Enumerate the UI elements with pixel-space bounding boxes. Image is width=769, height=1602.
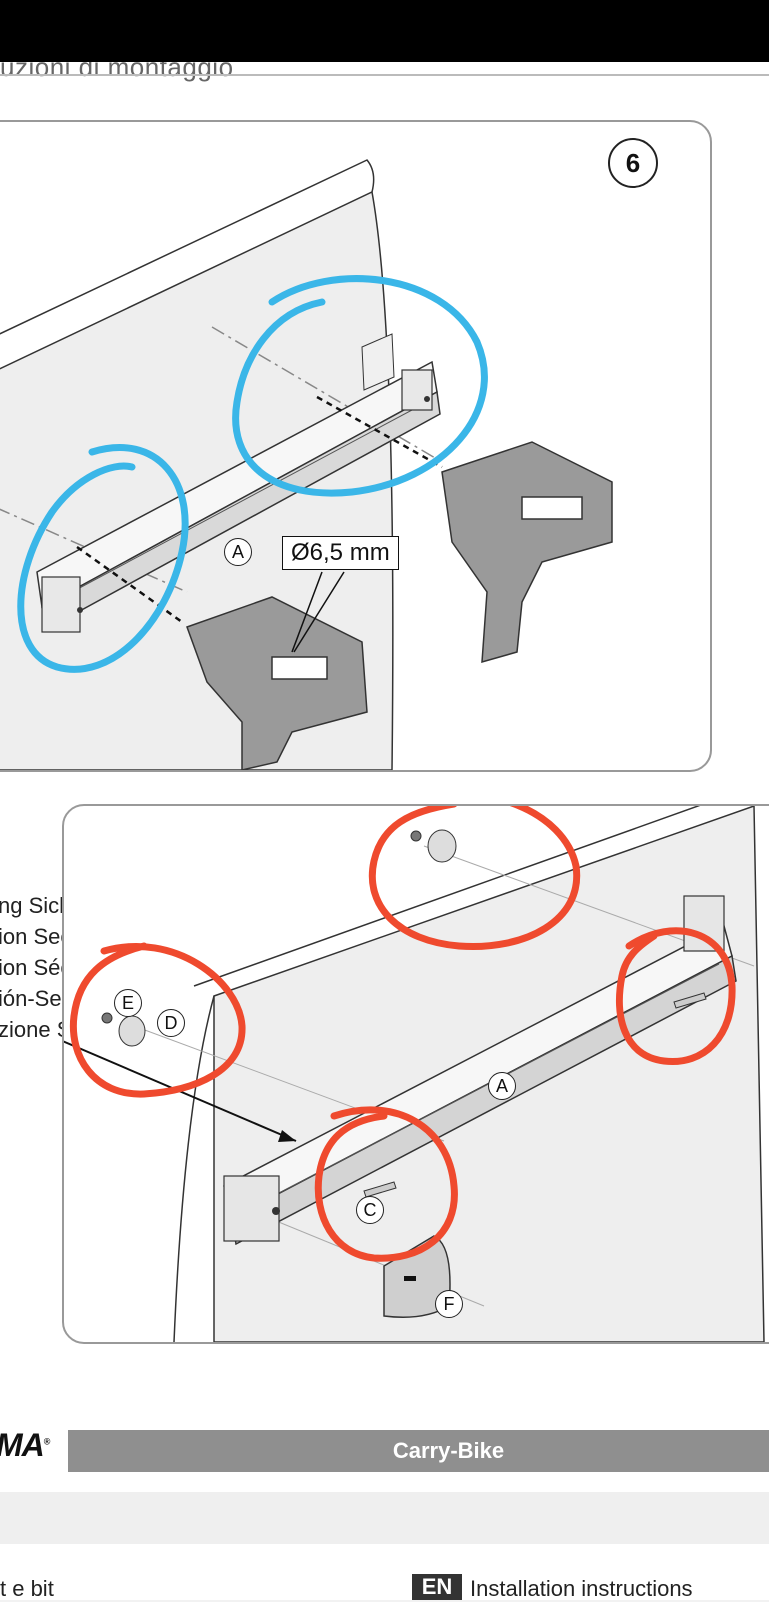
step-7-panel: E D A C F: [62, 804, 769, 1344]
next-page-top: [0, 1544, 769, 1600]
step-6-illustration: [0, 159, 613, 770]
part-label-e: E: [114, 989, 142, 1017]
next-page-preview: t e bit EN Installation instructions: [0, 1492, 769, 1601]
part-label-f: F: [435, 1290, 463, 1318]
next-page-left-fragment: t e bit: [0, 1576, 54, 1601]
product-title-bar: Carry-Bike: [68, 1430, 769, 1472]
next-page-right-fragment: Installation instructions: [470, 1576, 693, 1601]
header-divider: [0, 74, 769, 76]
language-badge-en: EN: [412, 1574, 462, 1600]
drill-size-callout: Ø6,5 mm: [282, 536, 399, 570]
brand-logo-fragment: MA®: [0, 1427, 51, 1464]
part-label-a: A: [224, 538, 252, 566]
step-7-illustration: [64, 806, 765, 1342]
brand-text: MA: [0, 1427, 45, 1463]
brand-registered-mark: ®: [43, 1436, 51, 1447]
step-6-panel: 6 Ø6,5 mm A: [0, 120, 712, 772]
part-label-c: C: [356, 1196, 384, 1224]
part-label-d: D: [157, 1009, 185, 1037]
product-name: Carry-Bike: [392, 1438, 505, 1463]
page-header-fragment: uzioni di montaggio: [0, 62, 234, 82]
part-label-a-2: A: [488, 1072, 516, 1100]
manual-page: uzioni di montaggio: [0, 62, 769, 1492]
phone-status-bar: [0, 0, 769, 62]
step-number-badge: 6: [608, 138, 658, 188]
